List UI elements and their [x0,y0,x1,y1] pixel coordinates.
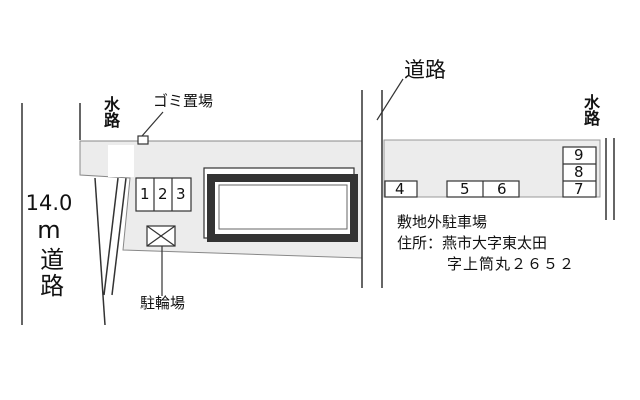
offsite-parking-label: 敷地外駐車場 [397,213,488,231]
main-road-label: 14.0 m 道路 [25,191,73,300]
parking-box-4 [384,180,418,198]
waterway-left-label: 水路 [101,96,120,128]
parking-number-6: 6 [497,180,507,198]
parking-number-2: 2 [158,185,168,203]
waterway-left-line-2 [111,177,127,296]
entrance-strip [108,145,134,177]
parking-number-1: 1 [140,185,150,203]
road-name: 道路 [35,247,64,300]
parking-number-3: 3 [176,185,186,203]
parking-number-9: 9 [574,146,584,164]
address-line-2: 字上筒丸２６５２ [447,255,576,273]
parking-number-8: 8 [574,163,584,181]
top-road-label: 道路 [404,58,446,82]
bicycle-box-cross [146,225,176,247]
bicycle-label: 駐輪場 [140,294,186,312]
parking-box-7-9 [562,146,597,198]
parking-number-5: 5 [460,180,470,198]
address-line-1: 住所：燕市大字東太田 [397,234,548,252]
garbage-leader [141,111,164,137]
waterway-left-line-1 [103,177,119,296]
parking-number-4: 4 [395,180,405,198]
parking-number-7: 7 [574,180,584,198]
main-road-edge-right-lower [94,177,106,326]
garbage-box [137,135,149,145]
building-inner [218,184,348,230]
parking-box-1-3 [135,177,192,212]
road-width-unit: m [37,216,61,245]
garbage-label: ゴミ置場 [153,92,214,110]
top-road-leader [376,78,404,121]
waterway-right-label: 水路 [581,94,600,126]
road-width-value: 14.0 [25,191,73,215]
